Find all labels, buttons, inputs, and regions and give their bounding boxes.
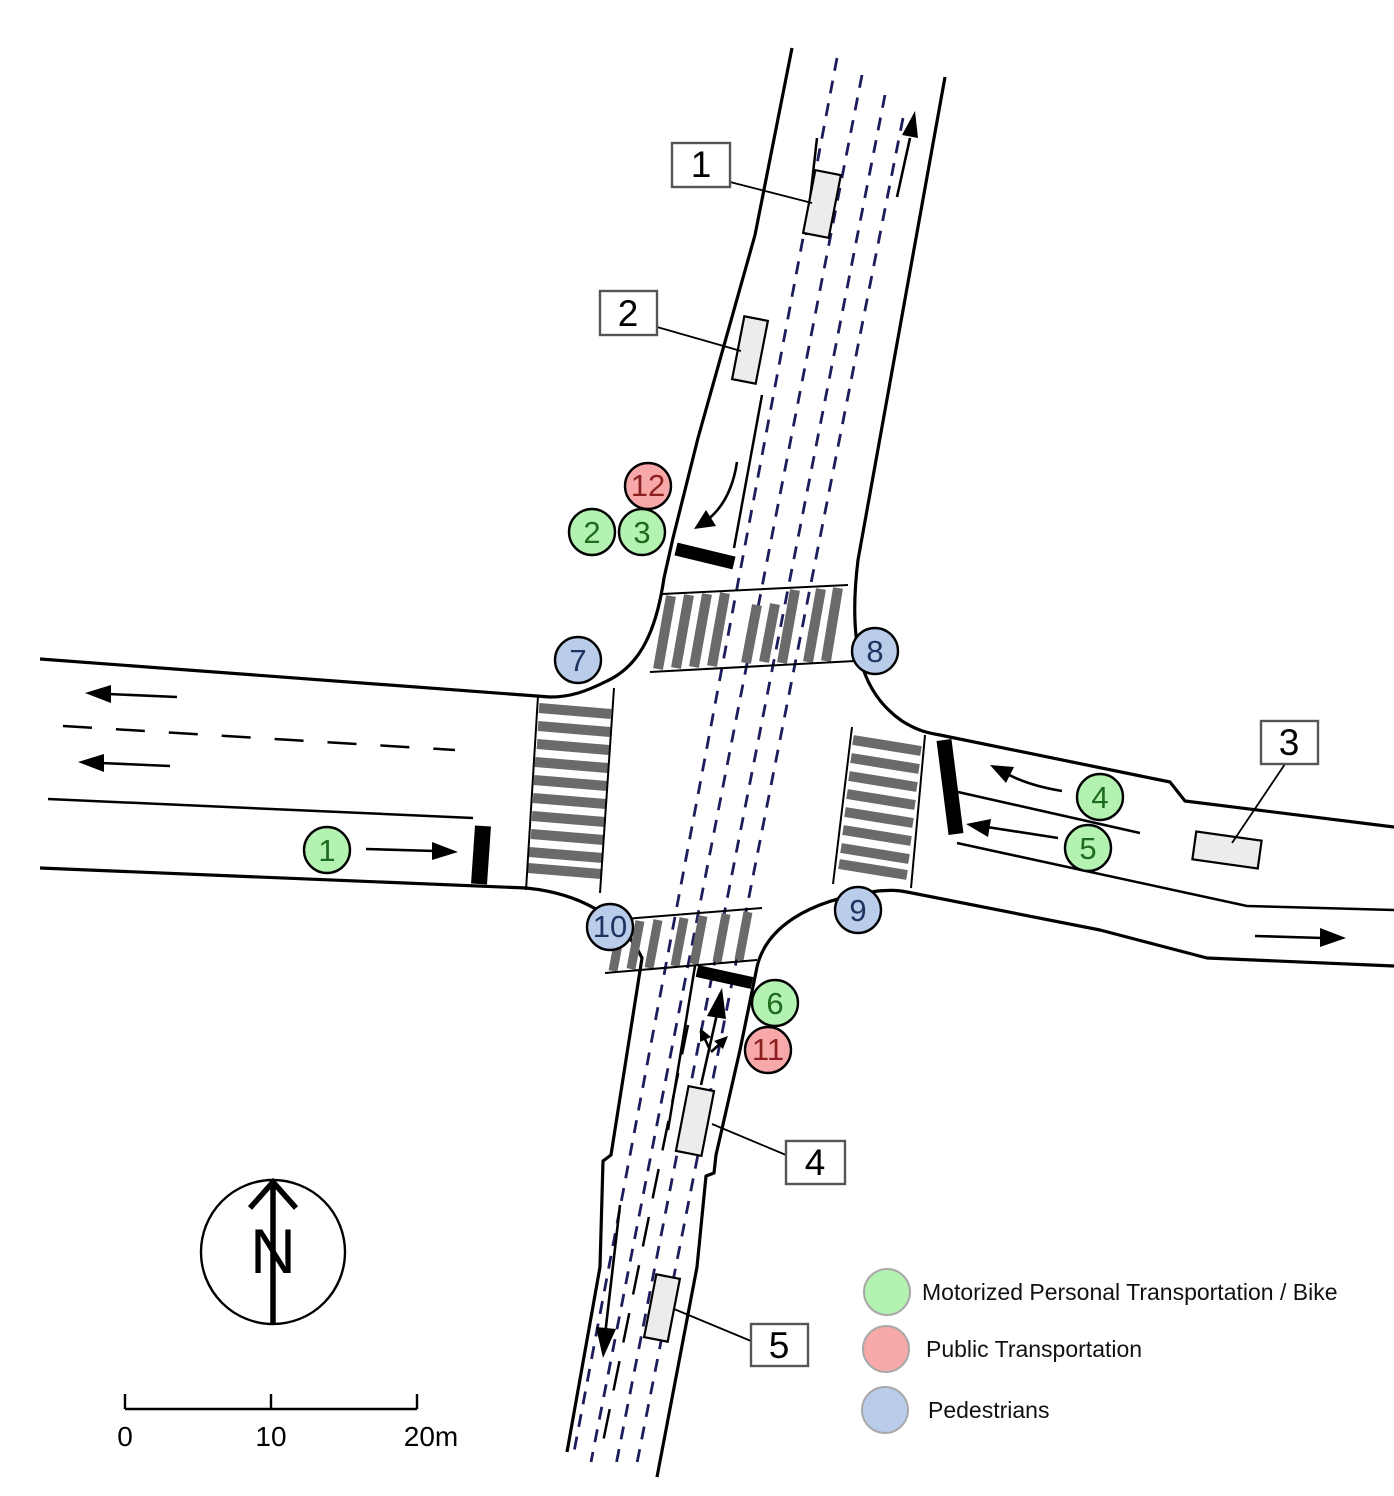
callout-label-5: 5 — [769, 1325, 790, 1366]
north-turn-pocket-line — [732, 394, 764, 549]
legend-label-bike: Motorized Personal Transportation / Bike — [922, 1279, 1337, 1305]
marker-label: 3 — [633, 515, 650, 550]
scale-tick-20m: 20m — [404, 1421, 458, 1452]
callout-box-5: 5 — [749, 1322, 810, 1368]
transit-dash-line-3 — [613, 94, 887, 1471]
south-center-dashed-line — [601, 1024, 690, 1443]
south-northbound-lane-line — [666, 965, 697, 1131]
east-middle-line — [956, 841, 1394, 912]
west-center-dashed-line — [62, 724, 456, 752]
east-through-arrow — [966, 819, 1059, 840]
detector-5 — [642, 1273, 682, 1343]
marker-bike-2: 2 — [567, 507, 617, 557]
scale-bar: 0 10 20m — [117, 1394, 458, 1452]
north-compass-icon: N — [199, 1177, 347, 1326]
callout-label-4: 4 — [805, 1142, 826, 1183]
legend-item-bike: Motorized Personal Transportation / Bike — [863, 1268, 1337, 1316]
west-eastbound-lane-line — [47, 797, 474, 820]
marker-transit-12: 12 — [623, 461, 673, 511]
scale-tick-10: 10 — [255, 1421, 286, 1452]
legend-item-ped: Pedestrians — [861, 1386, 1049, 1434]
marker-label: 5 — [1079, 831, 1096, 866]
marker-ped-8: 8 — [850, 626, 900, 676]
legend-label-transit: Public Transportation — [926, 1336, 1142, 1362]
legend-swatch-ped — [861, 1386, 909, 1434]
crosswalk-east-borders — [832, 726, 926, 889]
stop-bar-east-approach — [936, 739, 964, 835]
lane-lines — [47, 137, 1394, 1443]
marker-label: 4 — [1091, 780, 1108, 815]
marker-label: 10 — [593, 909, 627, 944]
transit-dash-line-2 — [589, 74, 864, 1463]
legend-swatch-bike — [863, 1268, 911, 1316]
callout-box-3: 3 — [1259, 719, 1320, 766]
marker-label: 9 — [849, 893, 866, 928]
crosswalk-north-borders — [649, 584, 856, 673]
westbound-arrow-lane1 — [85, 685, 178, 703]
transit-lane-dashed-lines — [572, 57, 905, 1471]
crosswalk-south-borders — [604, 907, 763, 974]
marker-label: 8 — [866, 634, 883, 669]
edge-south-right-east-bottom — [655, 888, 1394, 1478]
marker-ped-10: 10 — [585, 902, 635, 952]
callout-label-2: 2 — [618, 293, 639, 334]
road-edges — [39, 47, 1394, 1478]
marker-bike-3: 3 — [617, 507, 667, 557]
crosswalk-west — [527, 703, 612, 879]
transit-dash-line-1 — [572, 57, 839, 1453]
detector-2 — [730, 315, 770, 385]
crosswalk-north — [653, 587, 843, 670]
stop-bar-north-approach — [674, 542, 736, 570]
legend: Motorized Personal Transportation / Bike… — [861, 1268, 1337, 1434]
marker-bike-5: 5 — [1063, 823, 1113, 873]
callout-box-4: 4 — [784, 1139, 847, 1186]
callout-leaders — [656, 181, 1286, 1342]
detectors — [642, 168, 1263, 1343]
northbound-through-arrow — [895, 111, 918, 198]
marker-label: 1 — [318, 833, 335, 868]
marker-ped-7: 7 — [553, 635, 603, 685]
east-lane-divider-line — [957, 790, 1141, 835]
marker-bike-6: 6 — [750, 978, 800, 1028]
compass-north-label: N — [250, 1217, 296, 1287]
crosswalk-west-borders — [525, 687, 615, 894]
edge-west-bottom-south-left — [39, 866, 644, 1453]
detector-1 — [801, 168, 843, 240]
marker-label: 2 — [583, 515, 600, 550]
marker-bike-1: 1 — [302, 825, 352, 875]
southbound-turn-arrow — [694, 461, 739, 529]
marker-transit-11: 11 — [743, 1025, 793, 1075]
marker-label: 11 — [752, 1032, 784, 1067]
callout-label-3: 3 — [1279, 722, 1300, 763]
south-northbound-fork-arrow — [699, 988, 728, 1086]
callout-box-2: 2 — [598, 289, 659, 337]
marker-label: 12 — [631, 468, 665, 503]
detector-3 — [1191, 830, 1263, 870]
scale-tick-0: 0 — [117, 1421, 133, 1452]
eastbound-exit-arrow — [1254, 928, 1346, 947]
marker-bike-4: 4 — [1075, 772, 1125, 822]
stop-bar-south-approach — [695, 965, 754, 989]
legend-swatch-transit — [862, 1325, 910, 1373]
westbound-arrow-lane2 — [78, 754, 171, 772]
callout-boxes: 1 2 3 4 5 — [598, 141, 1320, 1368]
southbound-exit-arrow — [596, 1204, 622, 1358]
callout-label-1: 1 — [691, 144, 712, 185]
detector-4 — [674, 1084, 716, 1158]
edge-north-right-east-top — [853, 76, 1394, 829]
stop-bar-west-approach — [471, 825, 491, 885]
marker-label: 7 — [569, 643, 586, 678]
edge-north-left-west-top — [39, 47, 794, 699]
marker-label: 6 — [766, 986, 783, 1021]
legend-item-transit: Public Transportation — [862, 1325, 1142, 1373]
callout-box-1: 1 — [670, 141, 732, 189]
movement-markers: 1 2 3 4 5 6 7 8 — [302, 461, 1125, 1075]
east-right-turn-arrow — [990, 765, 1063, 793]
stop-bars — [471, 542, 964, 989]
legend-label-ped: Pedestrians — [928, 1397, 1049, 1423]
crosswalk-east — [838, 735, 922, 880]
eastbound-approach-arrow — [365, 842, 458, 860]
marker-ped-9: 9 — [833, 885, 883, 935]
traffic-arrows — [78, 111, 1346, 1358]
